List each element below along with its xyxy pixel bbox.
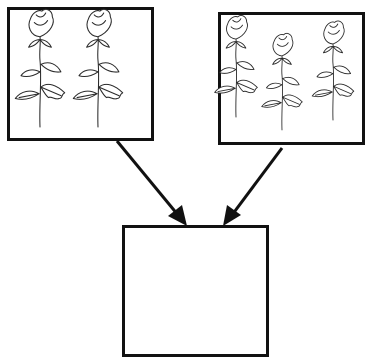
arrow-left-to-offspring — [115, 140, 187, 226]
parent-box-left — [7, 7, 154, 141]
offspring-box — [122, 225, 269, 357]
arrow-right-to-offspring — [223, 147, 284, 226]
parent-box-right — [214, 12, 365, 145]
